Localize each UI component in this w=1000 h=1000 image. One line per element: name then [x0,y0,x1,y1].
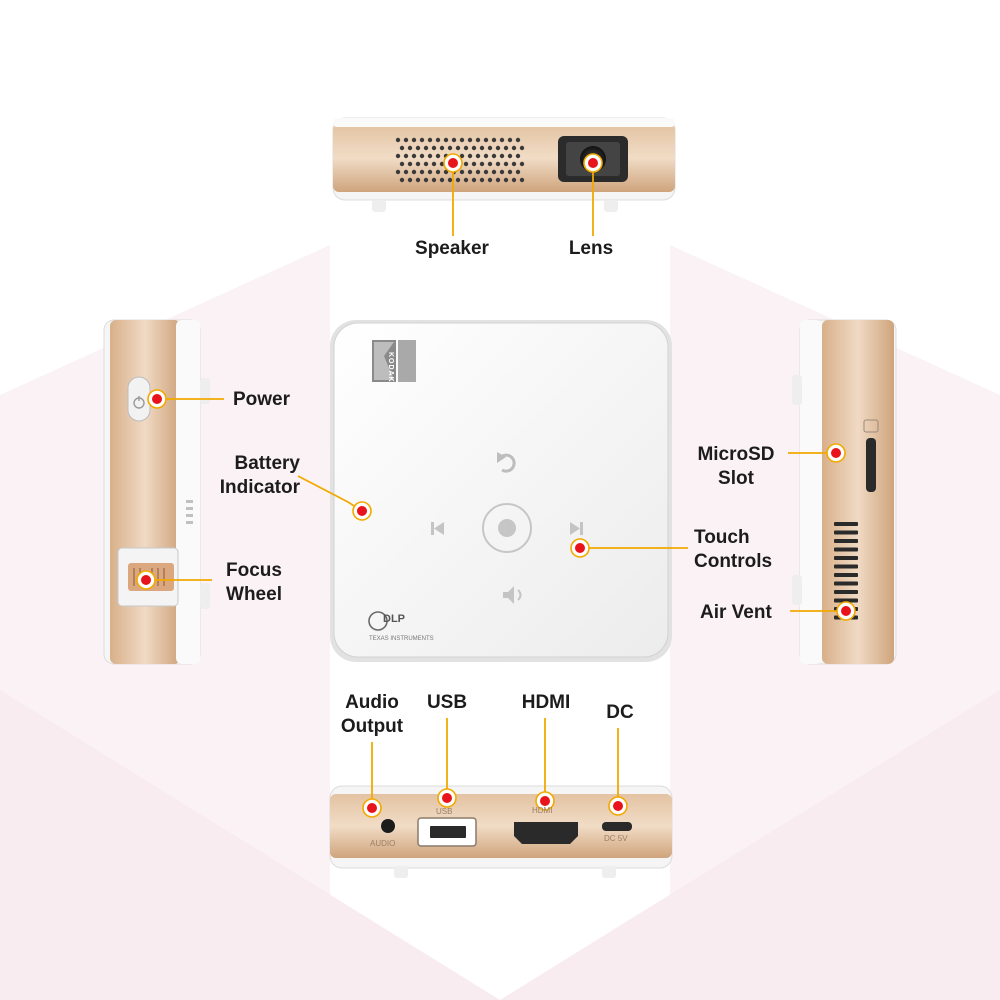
dlp-maker-text: TEXAS INSTRUMENTS [369,636,434,642]
left-side-device [103,319,210,665]
callout-air-vent: Air Vent [700,602,772,623]
power-icon[interactable] [127,376,151,422]
callout-focus-wheel: Focus Wheel [226,560,282,605]
callout-battery-indicator: Battery Indicator [219,453,300,498]
callout-hdmi: HDMI [521,692,571,713]
port-label-dc: DC 5V [604,834,628,843]
port-label-usb: USB [436,807,453,816]
dlp-logo [368,611,388,631]
kodak-brand-text: KODAK [387,352,394,383]
back-arrow-icon[interactable] [497,452,516,473]
microsd-slot[interactable] [866,438,876,492]
volume-icon[interactable] [503,586,522,604]
top-view-device [330,320,672,662]
dc-port[interactable] [602,822,632,831]
hdmi-port[interactable] [514,822,578,844]
kodak-logo [372,340,416,382]
right-side-device [792,319,897,665]
play-center-icon[interactable] [482,503,532,553]
port-label-audio: AUDIO [370,839,396,848]
callout-speaker: Speaker [415,238,489,259]
callout-audio-output: Audio Output [340,692,404,737]
usb-port[interactable] [430,826,466,838]
callout-microsd-slot: MicroSD Slot [697,444,775,489]
skip-previous-icon[interactable] [431,522,444,535]
back-view-device [329,785,673,878]
front-view-device [332,117,676,212]
callout-usb: USB [426,692,468,713]
background-shapes [0,245,1000,1000]
audio-jack[interactable] [381,819,395,833]
callout-touch-controls: Touch Controls [694,527,773,572]
skip-next-icon[interactable] [570,522,583,535]
speaker-grille [395,137,525,183]
callout-power: Power [233,389,291,410]
callout-dc: DC [606,702,634,723]
dlp-logo-text: DLP [383,613,405,625]
callout-lens: Lens [568,238,614,259]
callout-markers [136,153,856,818]
battery-led-strip [186,500,193,524]
port-label-hdmi: HDMI [532,806,553,815]
